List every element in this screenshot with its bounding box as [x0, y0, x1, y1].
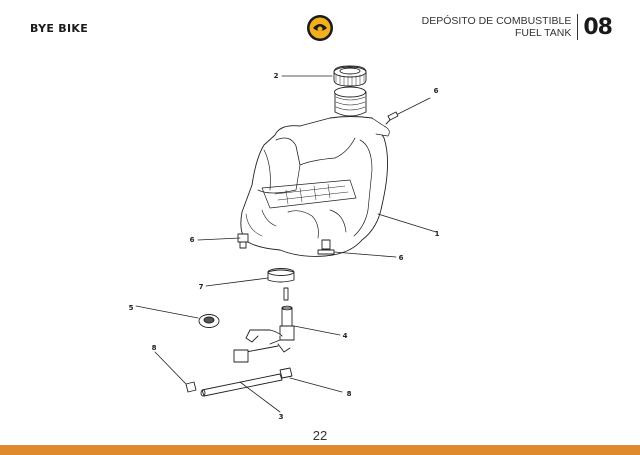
bolt-part-right — [317, 239, 335, 255]
header-divider — [577, 14, 579, 40]
callout-bolt-top: 6 — [433, 87, 439, 95]
fuel-hose-part — [200, 373, 283, 397]
callout-bolt-right: 6 — [398, 254, 404, 262]
section-number: 08 — [583, 14, 613, 40]
callout-filler-cap: 2 — [273, 72, 279, 80]
grommet-part — [198, 314, 220, 328]
callout-fuel-tank: 1 — [434, 230, 440, 238]
callout-fuel-hose: 3 — [278, 413, 284, 421]
callout-fuel-tap: 4 — [342, 332, 348, 340]
callout-clamp: 7 — [198, 283, 204, 291]
section-title-en: FUEL TANK — [514, 27, 572, 39]
callout-grommet: 5 — [128, 304, 134, 312]
bolt-part-top — [385, 111, 399, 125]
hose-clip-right — [279, 367, 293, 379]
bolt-part-left — [237, 233, 249, 249]
brand-logo-icon — [307, 15, 333, 41]
hose-clip-left — [185, 381, 197, 393]
fuel-tap-part — [233, 287, 295, 363]
section-title-es: DEPÓSITO DE COMBUSTIBLE — [421, 15, 572, 27]
clamp-part — [267, 268, 295, 283]
callout-hose-clip-right: 8 — [346, 390, 352, 398]
page-number: 22 — [312, 428, 328, 443]
section-header: DEPÓSITO DE COMBUSTIBLE FUEL TANK 08 — [421, 14, 613, 40]
leader-lines — [135, 75, 437, 413]
filler-neck-part — [334, 86, 367, 117]
filler-cap-part — [333, 65, 367, 87]
footer-accent-bar — [0, 445, 640, 455]
brand-name: BYE BIKE — [30, 22, 89, 35]
callout-bolt-left: 6 — [189, 236, 195, 244]
callout-hose-clip-left: 8 — [151, 344, 157, 352]
fuel-tank-part — [240, 116, 390, 257]
